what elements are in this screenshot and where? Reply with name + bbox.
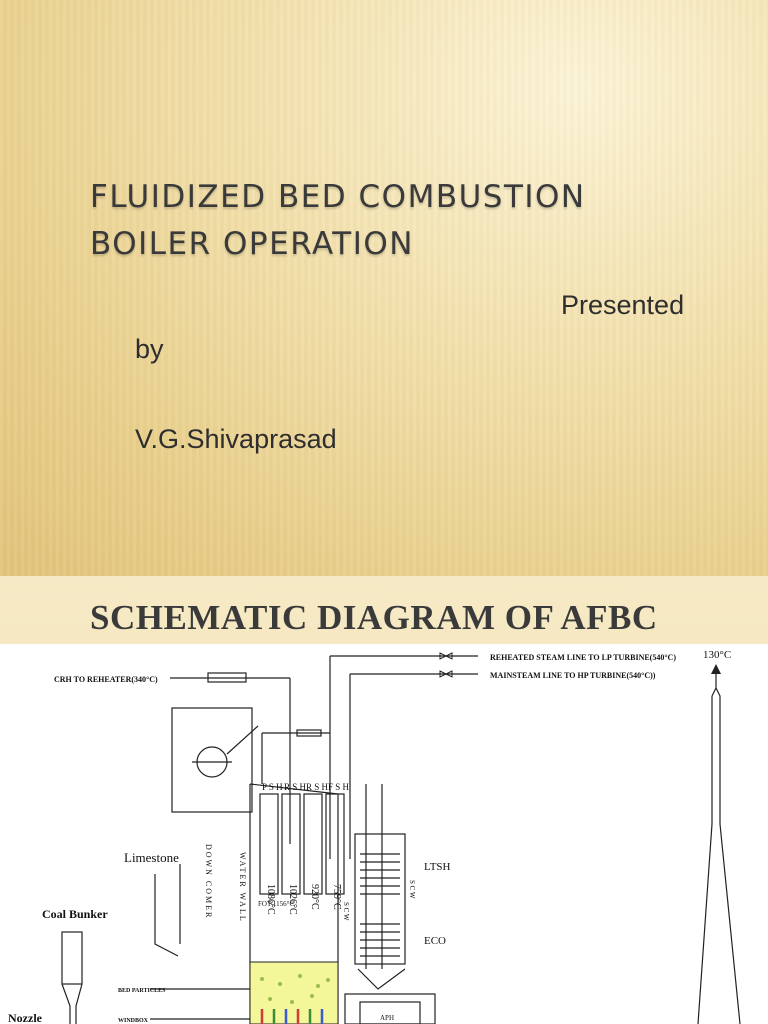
main-steam-label: MAINSTEAM LINE TO HP TURBINE(540°C)) (490, 671, 656, 680)
temp-759-label: 759°C (331, 884, 342, 910)
title-slide: FLUIDIZED BED COMBUSTION BOILER OPERATIO… (0, 0, 768, 576)
aph-enclosure (344, 993, 436, 1024)
coal-bunker (61, 931, 83, 985)
rsh-label-1: R S H (284, 782, 307, 792)
bed-particles (260, 974, 330, 1004)
aph-label: APH (380, 1014, 394, 1022)
bed-particles-label: BED PARTICLES (118, 988, 166, 994)
rsh-tube-bank-1 (281, 793, 301, 895)
downcomer-label: DOWN COMER (204, 844, 213, 919)
limestone-label: Limestone (124, 850, 179, 865)
schematic-slide-title: SCHEMATIC DIAGRAM OF AFBC (90, 598, 658, 637)
psh-label: P S H (262, 782, 283, 792)
presented-text: Presented (561, 290, 685, 320)
psh-tube-bank (259, 793, 279, 895)
windbox-label: WINDBOX (118, 1018, 149, 1024)
coal-bunker-label: Coal Bunker (42, 907, 108, 921)
slide-title-line-2: BOILER OPERATION (90, 226, 414, 262)
scw-label-2: S C W (408, 880, 416, 899)
slide-title: FLUIDIZED BED COMBUSTION BOILER OPERATIO… (90, 174, 586, 268)
eco-label: ECO (424, 935, 446, 947)
coal-bunker-chute (61, 983, 83, 1024)
furnace-roof (249, 783, 339, 795)
drum-riser-pipe (226, 725, 259, 755)
aph-inner (359, 1001, 421, 1024)
fot-label: FOT-1156°C (258, 900, 294, 908)
turbine-line-valves (439, 652, 453, 678)
waterwall-label: WATER WALL (238, 852, 247, 923)
afbc-schematic-diagram: REHEATED STEAM LINE TO LP TURBINE(540°C)… (0, 644, 768, 1024)
by-text: by (135, 334, 164, 364)
afbc-schematic-svg: REHEATED STEAM LINE TO LP TURBINE(540°C)… (8, 649, 741, 1024)
boiler-drum-enclosure (171, 707, 253, 813)
rsh-tube-bank-2 (303, 793, 323, 895)
fsh-label: F S H (328, 782, 350, 792)
limestone-feed-pipe (154, 874, 179, 957)
air-nozzles (260, 1009, 324, 1024)
reheated-steam-label: REHEATED STEAM LINE TO LP TURBINE(540°C) (490, 653, 676, 662)
scw-label-1: S C W (342, 902, 350, 921)
header-valve (296, 729, 322, 737)
rsh-label-2: R S H (306, 782, 329, 792)
slide-title-line-1: FLUIDIZED BED COMBUSTION (90, 179, 586, 215)
schematic-slide: SCHEMATIC DIAGRAM OF AFBC (0, 576, 768, 1024)
backpass-enclosure (354, 833, 406, 965)
nozzle-label: Nozzle (8, 1011, 43, 1024)
crh-label: CRH TO REHEATER(340°C) (54, 675, 158, 684)
temp-1086-label: 1086°C (265, 884, 276, 915)
author-name: V.G.Shivaprasad (135, 424, 337, 454)
backpass-hopper (357, 968, 406, 990)
chimney-stack (697, 686, 741, 1024)
stack-temp-label: 130°C (703, 649, 731, 661)
stack-arrow-head (711, 664, 721, 674)
temp-1026-label: 1026°C (287, 884, 298, 915)
ltsh-label: LTSH (424, 861, 451, 873)
fsh-tube-bank (325, 793, 345, 895)
eco-coils (360, 923, 400, 957)
crh-valve (207, 672, 247, 683)
ltsh-coils (360, 853, 400, 895)
fluidized-bed (249, 961, 339, 1024)
temp-920-label: 920°C (309, 884, 320, 910)
